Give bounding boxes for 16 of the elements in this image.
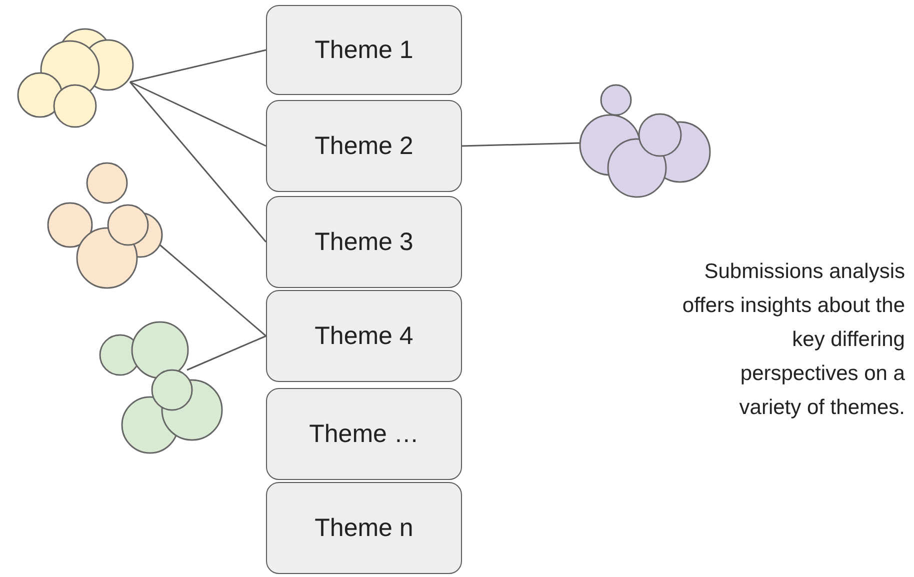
connector-line — [186, 335, 266, 371]
theme-box: Theme 3 — [266, 196, 462, 288]
circle-cluster — [99, 321, 223, 454]
circle-cluster — [47, 162, 163, 289]
theme-box: Theme 1 — [266, 5, 462, 95]
circle-cluster — [579, 84, 711, 198]
connector-line — [130, 81, 266, 147]
theme-box: Theme n — [266, 482, 462, 574]
theme-box: Theme 2 — [266, 100, 462, 192]
circle-cluster — [17, 28, 134, 128]
connector-line — [129, 82, 267, 242]
theme-box: Theme 4 — [266, 290, 462, 382]
connector-line — [462, 142, 580, 147]
connector-line — [130, 49, 266, 83]
note-text: Submissions analysis offers insights about the key differing perspectives on a variety of themes. — [681, 259, 905, 421]
theme-box: Theme … — [266, 388, 462, 480]
